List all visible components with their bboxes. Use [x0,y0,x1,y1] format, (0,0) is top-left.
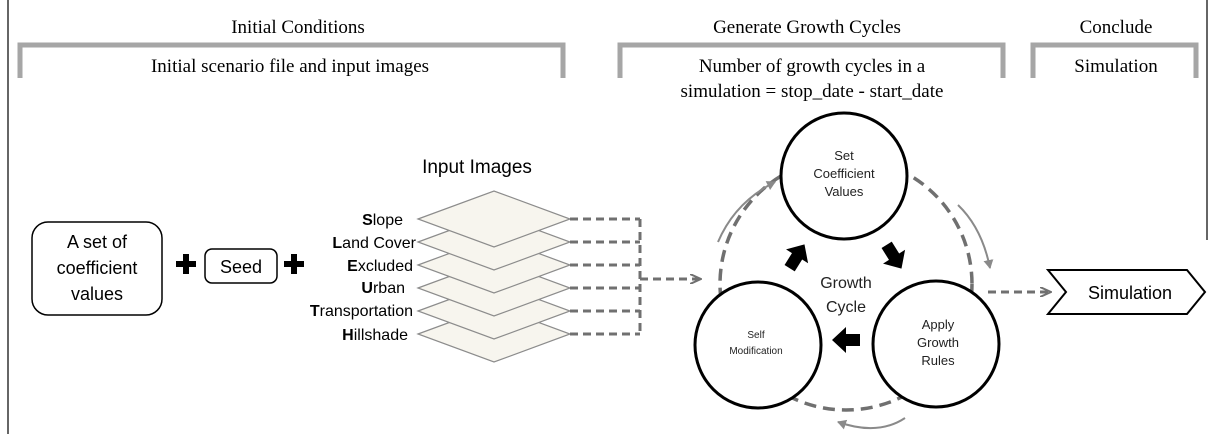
header-growth-cycles-line2: simulation = stop_date - start_date [681,81,944,102]
arrow-self-to-set-icon [784,244,809,272]
set-coefficient-line1: Set [834,148,854,163]
layer-initial-hillshade: H [342,327,354,344]
seed-label: Seed [220,257,262,277]
layer-initial-urban: U [361,280,373,297]
simulation-output-shape [1045,269,1207,315]
arrow-set-to-apply-icon [881,241,906,269]
set-coefficient-circle [779,111,909,241]
header-simulation: Simulation [1074,56,1158,77]
layer-rest-excluded: xcluded [358,258,413,275]
apply-growth-line1: Apply [922,317,955,332]
layer-initial-land-cover: L [332,235,342,252]
input-image-stack [416,190,572,363]
layer-rest-urban: rban [373,280,405,297]
curved-arrow-bottom [837,417,906,430]
layer-rest-transportation: ransportation [320,303,413,320]
set-coefficient-line3: Values [825,184,864,199]
header-initial-conditions: Initial Conditions [231,17,365,38]
header-conclude: Conclude [1080,17,1153,38]
header-initial-scenario: Initial scenario file and input images [151,56,429,77]
curved-arrow-top-left [717,181,776,243]
curved-arrow-top-right [957,204,994,269]
self-modification-circle [693,280,823,410]
layer-label-land-cover: Land Cover [332,235,416,252]
growth-cycle-center-line2: Cycle [826,299,866,316]
layer-label-excluded: Excluded [347,258,413,275]
header-growth-cycles-line1: Number of growth cycles in a [699,56,926,77]
input-images-title: Input Images [422,157,532,178]
seed-box [204,248,278,284]
layer-label-slope: Slope [362,212,403,229]
apply-growth-line3: Rules [921,353,955,368]
layer-rest-land-cover: and Cover [342,235,416,252]
simulation-output-label: Simulation [1088,283,1172,303]
bracket-conclude [1030,42,1199,78]
layer-initial-slope: S [362,212,373,229]
self-modification-line2: Modification [729,346,782,357]
coefficient-values-box [31,221,163,316]
layer-initial-excluded: E [347,258,358,275]
arrow-apply-to-self-icon [832,327,860,353]
bracket-initial-conditions [17,42,566,78]
apply-growth-circle [871,279,1001,409]
set-coefficient-line2: Coefficient [813,166,875,181]
layer-rest-hillshade: illshade [354,327,408,344]
bracket-generate-growth-cycles [617,42,1006,78]
self-modification-line1: Self [747,330,764,341]
layer-initial-transportation: T [310,303,320,320]
coefficient-box-line3: values [71,284,123,304]
layer-label-transportation: Transportation [310,303,413,320]
layer-label-hillshade: Hillshade [342,327,408,344]
layer-dashed-connectors [570,217,642,336]
header-generate-growth-cycles: Generate Growth Cycles [713,17,901,38]
layer-rest-slope: lope [373,212,403,229]
growth-cycle-center-line1: Growth [820,275,872,292]
coefficient-box-line2: coefficient [57,258,138,278]
plus-icon [176,254,196,274]
plus-icon [284,254,304,274]
layer-label-urban: Urban [361,280,405,297]
apply-growth-line2: Growth [917,335,959,350]
coefficient-box-line1: A set of [67,232,128,252]
